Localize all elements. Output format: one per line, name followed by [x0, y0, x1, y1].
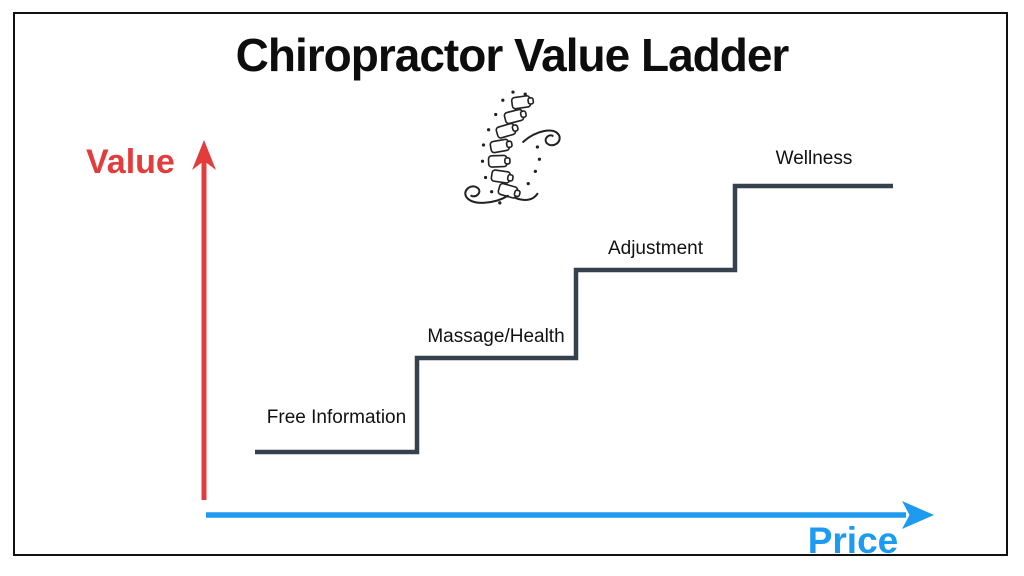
value-axis-arrowhead: [192, 140, 216, 170]
spine-dots: [480, 90, 542, 205]
ladder-steps-line: [255, 183, 893, 455]
step-label-free-information: Free Information: [266, 407, 407, 428]
step-label-adjustment: Adjustment: [607, 238, 704, 259]
step-label-massage-health: Massage/Health: [427, 326, 565, 347]
page-title: Chiropractor Value Ladder: [235, 29, 790, 81]
step-label-wellness: Wellness: [775, 148, 853, 169]
spine-icon: [464, 90, 561, 205]
spine-vertebrae: [487, 95, 535, 199]
border-frame: [13, 12, 1008, 556]
spine-swirl-right: [522, 129, 561, 147]
spine-swirl-left: [464, 185, 539, 204]
price-axis-arrowhead: [902, 501, 934, 529]
price-axis-label: Price: [807, 520, 899, 561]
value-axis-label: Value: [86, 143, 175, 181]
